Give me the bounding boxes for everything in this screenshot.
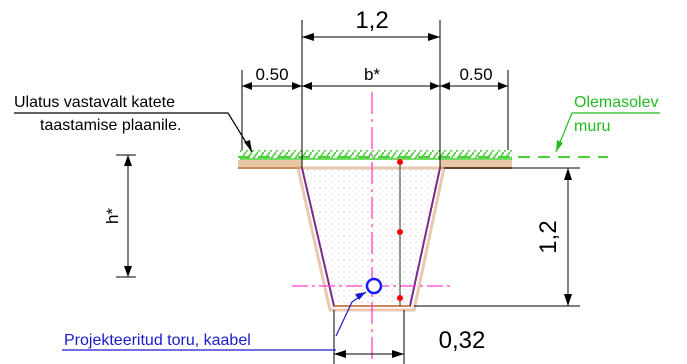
dim-depth-var-label: h* [103, 208, 122, 224]
dim-bottom-offset-label: 0,32 [439, 327, 486, 354]
restoration-note: Ulatus vastavalt katete taastamise plaan… [14, 94, 253, 153]
restoration-note-line2: taastamise plaanile. [40, 117, 181, 134]
existing-lawn-note: Olemasolev muru [555, 94, 660, 153]
restoration-note-line1: Ulatus vastavalt katete [14, 94, 175, 111]
existing-lawn-line1: Olemasolev [574, 94, 658, 111]
pipe-note-label: Projekteeritud toru, kaabel [64, 332, 251, 349]
dim-depth: 1,2 [535, 168, 572, 306]
dim-depth-var: h* [103, 154, 136, 278]
dim-top-width-label: 1,2 [355, 7, 388, 34]
dim-offsets: 0.50 b* 0.50 [242, 65, 508, 90]
depth-markers [397, 159, 403, 306]
dim-top-width: 1,2 [302, 7, 440, 41]
dim-bottom-width-var-label: b* [364, 65, 380, 84]
extension-lines [241, 20, 580, 364]
center-line [292, 92, 452, 364]
dim-right-offset-label: 0.50 [459, 65, 492, 84]
dim-bottom-offset: 0,32 [334, 327, 485, 358]
existing-lawn-line2: muru [574, 118, 610, 135]
dim-left-offset-label: 0.50 [255, 65, 288, 84]
pipe [365, 277, 383, 295]
pipe-note: Projekteeritud toru, kaabel [62, 291, 367, 351]
dim-depth-label: 1,2 [535, 220, 562, 253]
grass-restoration-band [240, 150, 512, 160]
